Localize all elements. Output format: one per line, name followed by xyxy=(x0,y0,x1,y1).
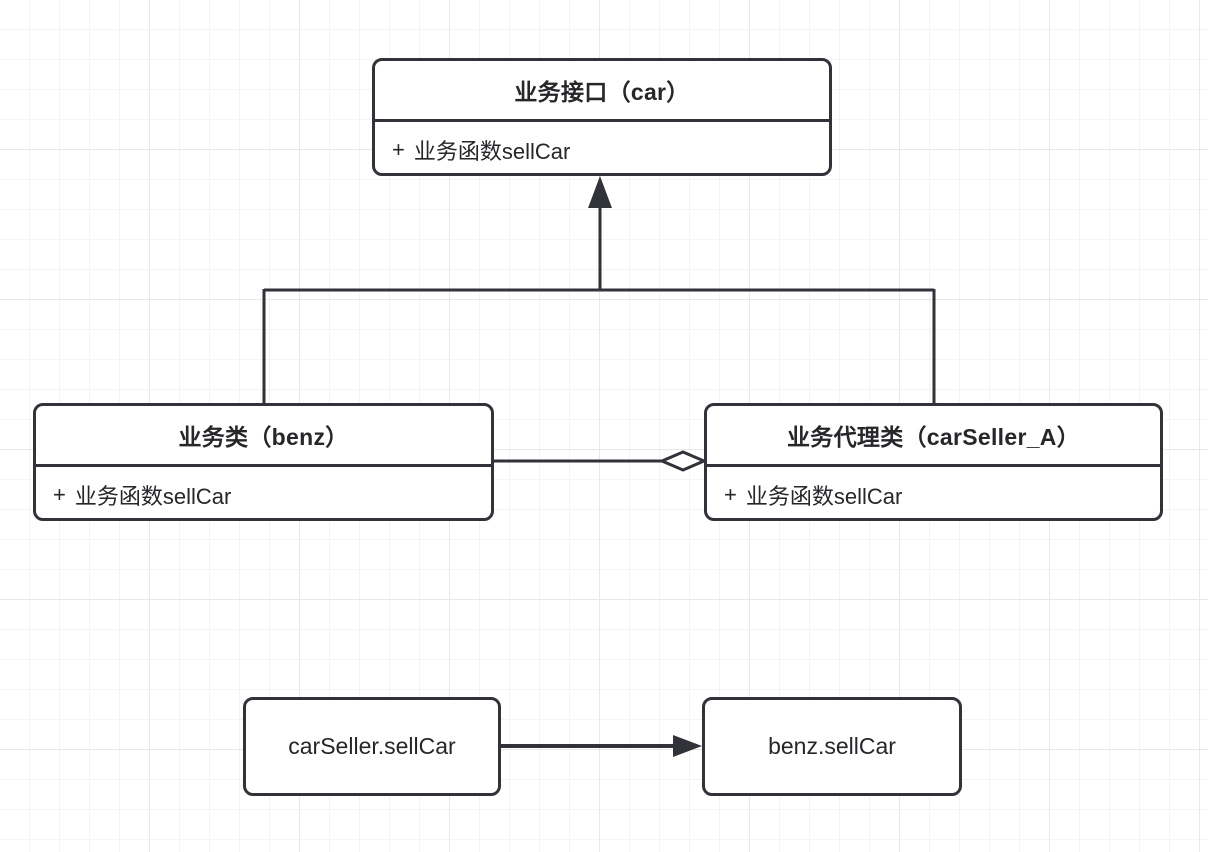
visibility-public-icon: + xyxy=(724,482,737,507)
call-arrowhead-icon xyxy=(673,735,702,757)
class-title-proxy: 业务代理类（carSeller_A） xyxy=(787,424,1080,450)
class-box-interface[interactable]: 业务接口（car） + 业务函数sellCar xyxy=(372,58,832,176)
call-box-target[interactable]: benz.sellCar xyxy=(702,697,962,796)
aggregation-diamond-icon xyxy=(658,450,708,472)
aggregation-connector xyxy=(494,450,708,472)
class-member-concrete: + 业务函数sellCar xyxy=(36,467,491,518)
generalization-arrowhead-icon xyxy=(588,176,612,208)
class-member-label: 业务函数sellCar xyxy=(413,139,571,164)
call-box-source[interactable]: carSeller.sellCar xyxy=(243,697,501,796)
generalization-connector xyxy=(262,176,936,404)
class-box-proxy[interactable]: 业务代理类（carSeller_A） + 业务函数sellCar xyxy=(704,403,1163,521)
visibility-public-icon: + xyxy=(53,482,66,507)
class-separator xyxy=(375,119,829,122)
class-title-interface: 业务接口（car） xyxy=(514,79,690,105)
class-member-proxy: + 业务函数sellCar xyxy=(707,467,1160,518)
call-connector xyxy=(501,735,702,757)
class-member-label: 业务函数sellCar xyxy=(74,484,232,509)
class-member-interface: + 业务函数sellCar xyxy=(375,122,829,173)
class-title-concrete: 业务类（benz） xyxy=(178,424,349,450)
visibility-public-icon: + xyxy=(392,137,405,162)
class-separator xyxy=(36,464,491,467)
class-member-label: 业务函数sellCar xyxy=(745,484,903,509)
class-box-concrete[interactable]: 业务类（benz） + 业务函数sellCar xyxy=(33,403,494,521)
class-separator xyxy=(707,464,1160,467)
